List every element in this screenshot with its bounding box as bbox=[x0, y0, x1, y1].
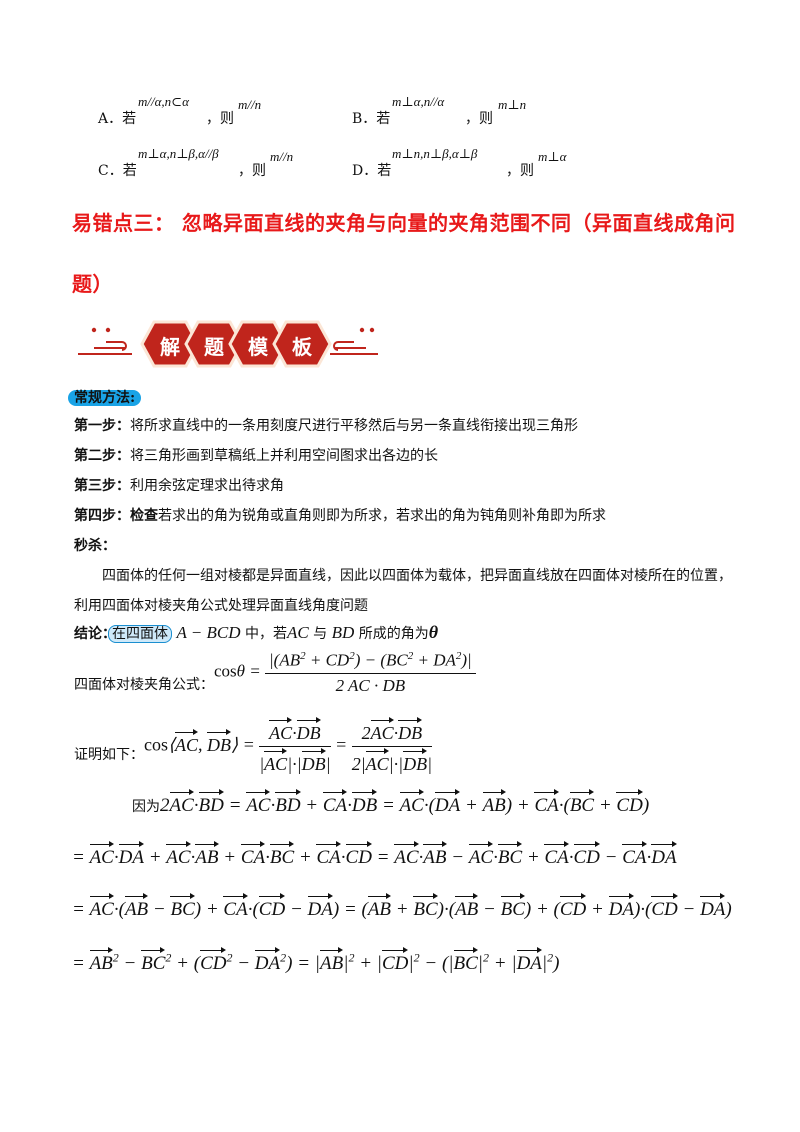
option-c-conclusion: m//n bbox=[270, 149, 294, 164]
step-3-label: 第三步： bbox=[74, 478, 130, 494]
conclusion: 结论：在四面体 A − BCD 中，若AC 与 BD 所成的角为θ bbox=[74, 622, 438, 643]
method-title: 常规方法: bbox=[68, 387, 142, 407]
conclusion-text-3: 与 bbox=[313, 626, 328, 642]
option-c-condition: m⊥α,n⊥β,α//β bbox=[138, 146, 219, 161]
option-d-conclusion: m⊥α bbox=[538, 149, 567, 164]
step-2-label: 第二步： bbox=[74, 448, 130, 464]
step-1-text: 将所求直线中的一条用刻度尺进行平移然后与另一条直线衔接出现三角形 bbox=[130, 418, 578, 434]
trick-paragraph-1: 四面体的任何一组对棱都是异面直线，因此以四面体为载体，把异面直线放在四面体对棱所… bbox=[102, 568, 732, 584]
trick-paragraph-2: 利用四面体对棱夹角公式处理异面直线角度问题 bbox=[74, 598, 368, 614]
option-a-conclusion: m//n bbox=[238, 97, 262, 112]
conclusion-text-4: 所成的角为 bbox=[358, 626, 429, 642]
conclusion-label: 结论： bbox=[74, 626, 116, 642]
banner: 解 题 模 板 bbox=[76, 316, 386, 374]
conclusion-text-1: 在四面体 bbox=[108, 625, 172, 643]
proof-line-2: = AC·DA + AC·AB + CA·BC + CA·CD = AC·AB … bbox=[72, 841, 677, 869]
option-c: C．若 bbox=[98, 160, 137, 180]
section-heading-line1: 易错点三： 忽略异面直线的夹角与向量的夹角范围不同（异面直线成角问 bbox=[72, 211, 736, 235]
proof-because: 因为 bbox=[132, 799, 160, 815]
option-d: D．若 bbox=[352, 160, 391, 180]
conclusion-angle: θ bbox=[428, 622, 439, 642]
step-4-label: 第四步： bbox=[74, 508, 130, 524]
proof-line-1: 因为2AC·BD = AC·BD + CA·DB = AC·(DA + AB) … bbox=[132, 789, 649, 817]
step-1: 第一步：将所求直线中的一条用刻度尺进行平移然后与另一条直线衔接出现三角形 bbox=[74, 415, 578, 435]
option-a: A．若 bbox=[98, 108, 136, 128]
step-4-bold: 检查 bbox=[130, 508, 158, 524]
option-a-condition: m//α,n⊂α bbox=[138, 94, 189, 109]
conclusion-edge-bd: BD bbox=[331, 623, 355, 642]
option-b-conclusion: m⊥n bbox=[498, 97, 527, 112]
step-4-text: 若求出的角为锐角或直角则即为所求，若求出的角为钝角则补角即为所求 bbox=[158, 508, 606, 524]
banner-char-3: 模 bbox=[248, 335, 268, 359]
step-3-text: 利用余弦定理求出待求角 bbox=[130, 478, 284, 494]
opposite-edge-angle-formula: cosθ = |(AB2 + CD2) − (BC2 + DA2)| 2 AC … bbox=[214, 650, 476, 696]
banner-char-1: 解 bbox=[160, 335, 180, 359]
method-title-tag: 常规方法: bbox=[68, 390, 142, 406]
formula-fraction: |(AB2 + CD2) − (BC2 + DA2)| 2 AC · DB bbox=[265, 650, 476, 696]
proof-line-3: = AC·(AB − BC) + CA·(CD − DA) = (AB + BC… bbox=[72, 893, 732, 921]
option-d-condition: m⊥n,n⊥β,α⊥β bbox=[392, 146, 478, 161]
option-a-label: A．若 bbox=[98, 111, 137, 127]
banner-char-4: 板 bbox=[292, 335, 312, 359]
step-1-label: 第一步： bbox=[74, 418, 130, 434]
banner-decoration-icon bbox=[78, 320, 378, 368]
option-b: B．若 bbox=[352, 108, 390, 128]
section-heading-line2: 题） bbox=[72, 272, 113, 296]
banner-char-2: 题 bbox=[204, 335, 224, 359]
option-d-then: ，则 bbox=[506, 163, 534, 179]
option-c-label: C．若 bbox=[98, 163, 137, 179]
step-2: 第二步：将三角形画到草稿纸上并利用空间图求出各边的长 bbox=[74, 445, 438, 465]
option-b-condition: m⊥α,n//α bbox=[392, 94, 445, 109]
formula-label: 四面体对棱夹角公式： bbox=[74, 677, 214, 693]
proof-line-4: = AB2 − BC2 + (CD2 − DA2) = |AB|2 + |CD|… bbox=[72, 947, 559, 975]
option-b-label: B．若 bbox=[352, 111, 391, 127]
conclusion-text-2: 中，若 bbox=[244, 626, 287, 642]
step-3: 第三步：利用余弦定理求出待求角 bbox=[74, 475, 284, 495]
option-a-then: ，则 bbox=[206, 111, 234, 127]
option-c-then: ，则 bbox=[238, 163, 266, 179]
option-d-label: D．若 bbox=[352, 163, 392, 179]
conclusion-edge-ac: AC bbox=[286, 623, 309, 642]
option-b-then: ，则 bbox=[465, 111, 493, 127]
step-4: 第四步：检查若求出的角为锐角或直角则即为所求，若求出的角为钝角则补角即为所求 bbox=[74, 505, 606, 525]
step-2-text: 将三角形画到草稿纸上并利用空间图求出各边的长 bbox=[130, 448, 438, 464]
trick-title: 秒杀： bbox=[74, 538, 116, 554]
proof-label: 证明如下： bbox=[74, 747, 144, 763]
conclusion-tetrahedron: A − BCD bbox=[176, 623, 241, 642]
